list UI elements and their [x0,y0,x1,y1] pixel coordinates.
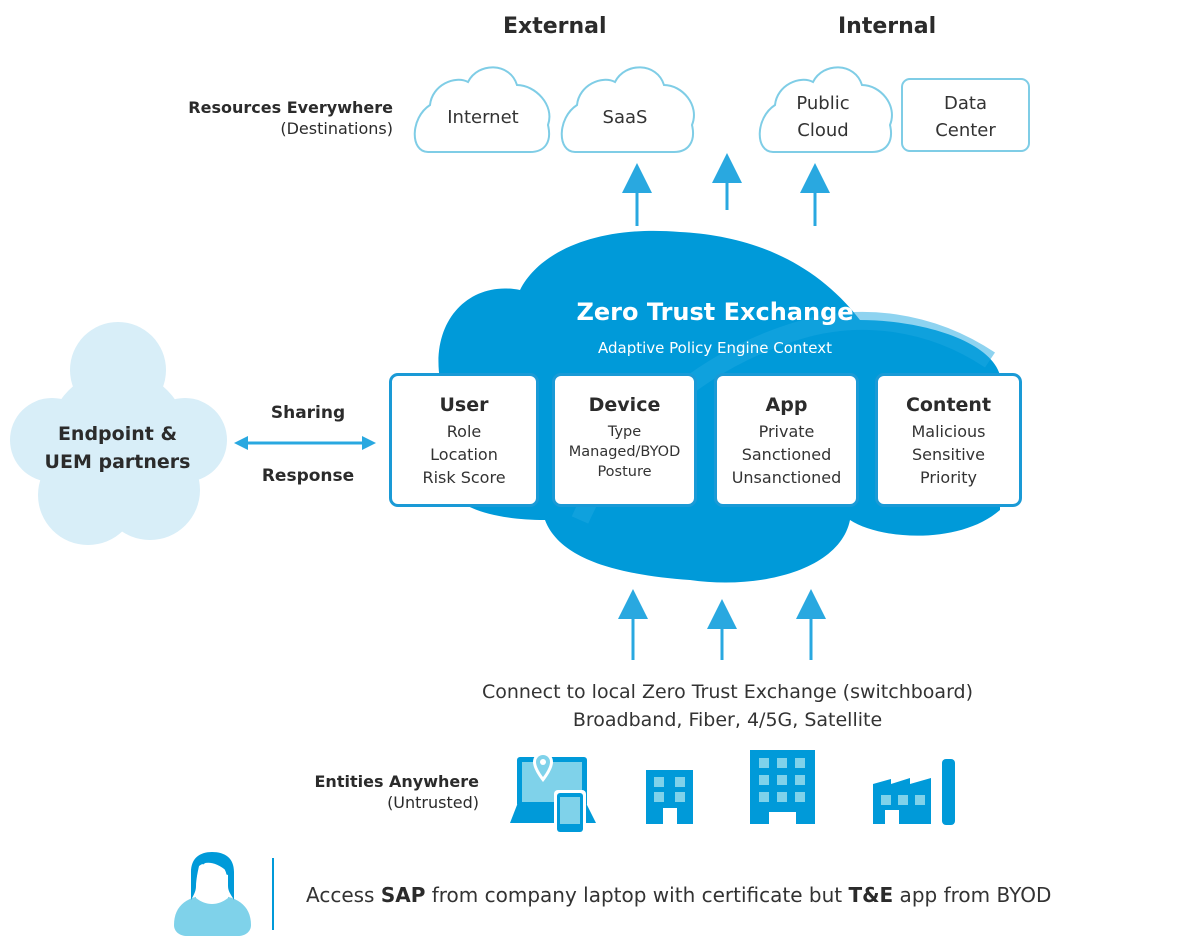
card-lines: Private Sanctioned Unsanctioned [717,420,856,489]
card-line: Sensitive [912,445,985,464]
resources-subtitle: (Destinations) [280,119,393,138]
laptop-mobile-location-icon [510,752,596,835]
example-prefix: Access [306,883,381,907]
card-lines: Malicious Sensitive Priority [878,420,1019,489]
card-title: Content [905,394,992,416]
entities-label: Entities Anywhere (Untrusted) [260,772,480,812]
example-statement: Access SAP from company laptop with cert… [306,883,1051,907]
card-line: Posture [597,464,652,480]
arrow-right-icon [362,436,376,450]
endpoint-line1: Endpoint & [57,423,178,445]
small-office-building-icon [646,770,693,824]
card-line: Malicious [911,422,986,441]
data-center-label: Data Center [902,90,1029,144]
exchange-title: Zero Trust Exchange [576,298,854,326]
connect-line2: Broadband, Fiber, 4/5G, Satellite [572,709,883,731]
endpoint-line2: UEM partners [44,451,191,473]
context-card-user: User Role Location Risk Score [389,373,539,507]
saas-cloud-icon [560,66,695,153]
public-cloud-label: Public Cloud [760,90,886,144]
response-label: Response [261,466,355,486]
card-line: Unsanctioned [731,468,842,487]
saas-label: SaaS [602,107,648,128]
user-avatar-icon [174,852,251,936]
card-lines: Role Location Risk Score [392,420,536,489]
resources-title: Resources Everywhere [188,98,393,117]
public-cloud-icon [758,66,893,153]
endpoint-partners-label: Endpoint & UEM partners [30,420,205,476]
context-card-app: App Private Sanctioned Unsanctioned [714,373,859,507]
entities-title: Entities Anywhere [314,772,480,791]
card-line: Managed/BYOD [568,444,681,460]
context-card-device: Device Type Managed/BYOD Posture [552,373,697,507]
endpoint-partners-cloud [10,322,227,545]
connect-line1: Connect to local Zero Trust Exchange (sw… [481,681,974,703]
card-title: User [439,394,489,416]
exchange-subtitle: Adaptive Policy Engine Context [597,339,832,357]
large-office-building-icon [750,750,815,824]
data-center-line1: Data [944,93,987,114]
sharing-label: Sharing [270,403,346,423]
card-line: Risk Score [422,468,506,487]
card-line: Role [446,422,482,441]
factory-icon [873,759,955,825]
card-title: Device [588,394,661,416]
example-app-te: T&E [848,883,894,907]
card-line: Sanctioned [741,445,832,464]
data-center-box [901,78,1030,152]
entities-subtitle: (Untrusted) [387,793,479,812]
card-line: Private [758,422,815,441]
internet-cloud-icon [413,66,551,153]
internet-label: Internet [447,107,519,128]
example-middle: from company laptop with certificate but [425,883,849,907]
resources-label: Resources Everywhere (Destinations) [150,98,393,138]
example-app-sap: SAP [380,883,426,907]
card-line: Location [430,445,498,464]
external-heading: External [503,14,607,39]
card-line: Type [607,424,642,440]
data-center-line2: Center [935,120,996,141]
connect-text: Connect to local Zero Trust Exchange (sw… [400,678,1055,734]
card-line: Priority [920,468,977,487]
context-card-content: Content Malicious Sensitive Priority [875,373,1022,507]
example-suffix: app from BYOD [893,883,1052,907]
public-cloud-line1: Public [796,93,850,114]
card-title: App [765,394,808,416]
card-lines: Type Managed/BYOD Posture [555,422,694,482]
internal-heading: Internal [838,14,937,39]
public-cloud-line2: Cloud [797,120,849,141]
arrow-left-icon [234,436,248,450]
